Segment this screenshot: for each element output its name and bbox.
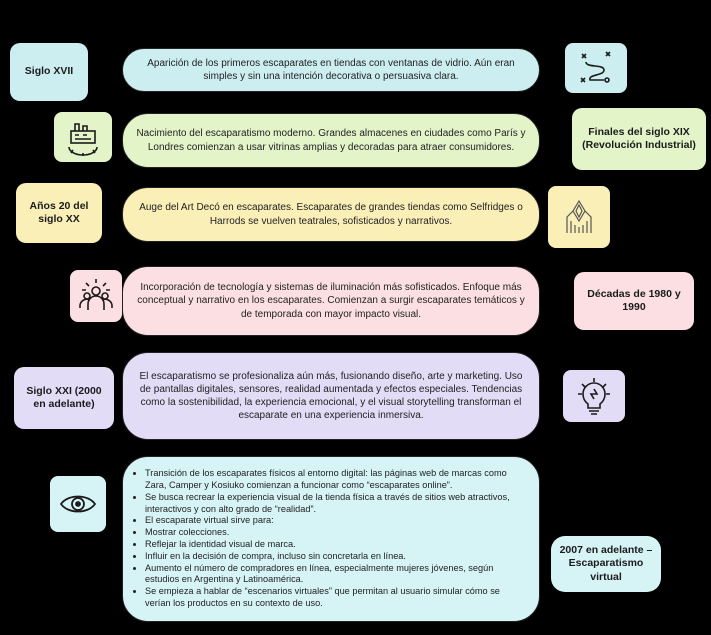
- timeline-label-siglo-xix: Finales del siglo XIX (Revolución Indust…: [572, 108, 706, 170]
- list-item: Se empieza a hablar de “escenarios virtu…: [145, 586, 525, 610]
- timeline-label-anos-20: Años 20 del siglo XX: [16, 183, 102, 243]
- virtual-bullet-list: Transición de los escaparates físicos al…: [133, 468, 525, 609]
- eye-icon: [59, 495, 97, 513]
- event-box-anos-20: Auge del Art Decó en escaparates. Escapa…: [122, 187, 540, 242]
- event-text: Incorporación de tecnología y sistemas d…: [137, 282, 525, 320]
- icon-tile-row6: [50, 476, 106, 532]
- icon-tile-row2: [54, 112, 112, 162]
- lightbulb-idea-icon: [578, 378, 610, 415]
- label-text: Décadas de 1980 y 1990: [587, 287, 681, 313]
- event-text: Auge del Art Decó en escaparates. Escapa…: [139, 202, 523, 227]
- event-text: Nacimiento del escaparatismo moderno. Gr…: [136, 128, 526, 153]
- label-text: Años 20 del siglo XX: [29, 199, 89, 225]
- timeline-label-siglo-xxi: Siglo XXI (2000 en adelante): [14, 367, 114, 429]
- timeline-label-decadas-80-90: Décadas de 1980 y 1990: [574, 272, 694, 330]
- list-item: El escaparate virtual sirve para:: [145, 515, 525, 527]
- event-box-decadas-80-90: Incorporación de tecnología y sistemas d…: [122, 266, 540, 336]
- list-item: Influir en la decisión de compra, inclus…: [145, 551, 525, 563]
- timeline-label-siglo-xvii: Siglo XVII: [10, 43, 88, 101]
- event-box-siglo-xvii: Aparición de los primeros escaparates en…: [122, 48, 540, 92]
- label-text: 2007 en adelante – Escaparatismo virtual: [559, 544, 653, 583]
- list-item: Reflejar la identidad visual de marca.: [145, 539, 525, 551]
- art-deco-ornament-icon: [566, 199, 592, 233]
- list-item: Mostrar colecciones.: [145, 527, 525, 539]
- icon-tile-row1: [565, 43, 627, 93]
- event-box-escaparatismo-virtual: Transición de los escaparates físicos al…: [122, 456, 540, 622]
- route-map-icon: [580, 51, 611, 83]
- list-item: Transición de los escaparates físicos al…: [145, 468, 525, 492]
- icon-tile-row3: [548, 186, 610, 248]
- label-text: Finales del siglo XIX (Revolución Indust…: [582, 125, 696, 151]
- icon-tile-row5: [563, 370, 625, 422]
- event-box-siglo-xix: Nacimiento del escaparatismo moderno. Gr…: [122, 113, 540, 168]
- people-light-icon: [79, 279, 113, 310]
- label-text: Siglo XXI (2000 en adelante): [26, 384, 102, 410]
- icon-tile-row4: [70, 270, 122, 322]
- event-text: El escaparatismo se profesionaliza aún m…: [139, 370, 523, 422]
- list-item: Se busca recrear la experiencia visual d…: [145, 492, 525, 516]
- list-item: Aumento el número de compradores en líne…: [145, 563, 525, 587]
- event-box-siglo-xxi: El escaparatismo se profesionaliza aún m…: [122, 352, 540, 440]
- label-text: Siglo XVII: [24, 65, 74, 78]
- event-text: Aparición de los primeros escaparates en…: [147, 57, 515, 82]
- timeline-label-2007: 2007 en adelante – Escaparatismo virtual: [551, 536, 661, 592]
- factory-gear-icon: [68, 123, 98, 156]
